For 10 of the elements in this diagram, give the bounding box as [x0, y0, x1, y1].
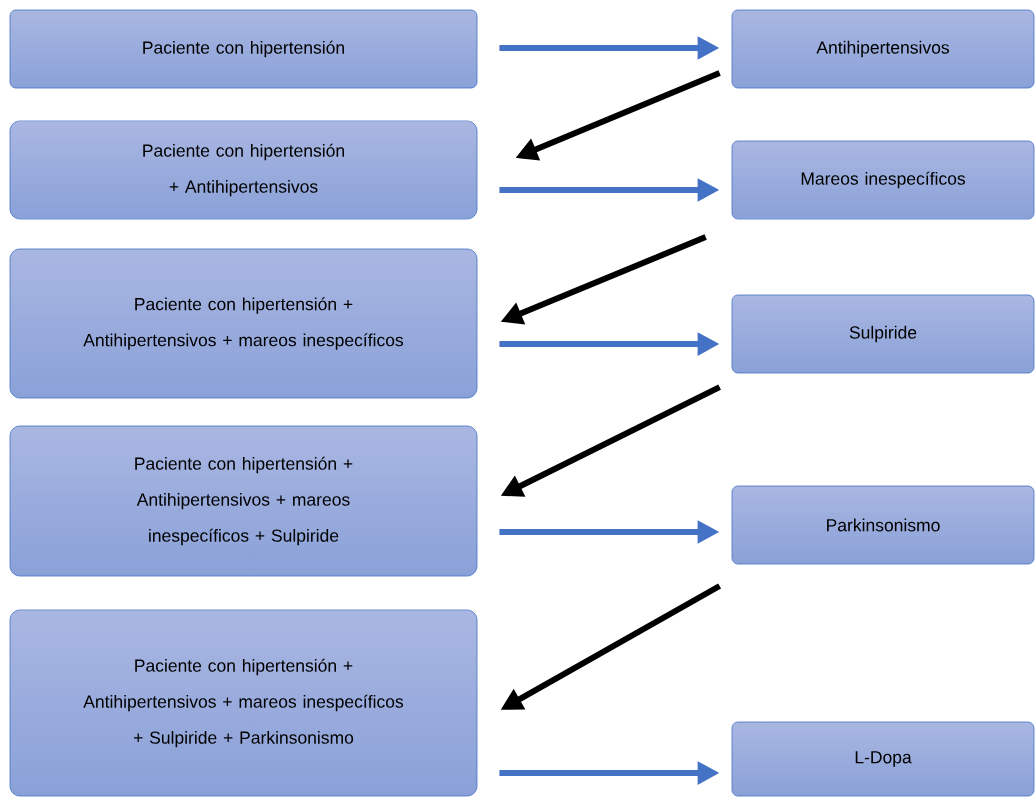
process-box: Paciente con hipertensión — [9, 9, 478, 89]
process-box: L-Dopa — [731, 721, 1035, 797]
process-box: Paciente con hipertensión + Antihipertensivos — [9, 120, 478, 220]
process-box: Paciente con hipertensión + Antihipertensivos + mareos inespecíficos — [9, 248, 478, 399]
process-box: Paciente con hipertensión + Antihipertensivos + mareos inespecíficos + Sulpiride — [9, 425, 478, 577]
process-box: Mareos inespecíficos — [731, 140, 1035, 220]
process-box: Antihipertensivos — [731, 9, 1035, 89]
process-box: Sulpiride — [731, 294, 1035, 374]
process-box: Parkinsonismo — [731, 485, 1035, 565]
process-box: Paciente con hipertensión + Antihipertensivos + mareos inespecíficos + Sulpiride + Parkinsonismo — [9, 609, 478, 797]
